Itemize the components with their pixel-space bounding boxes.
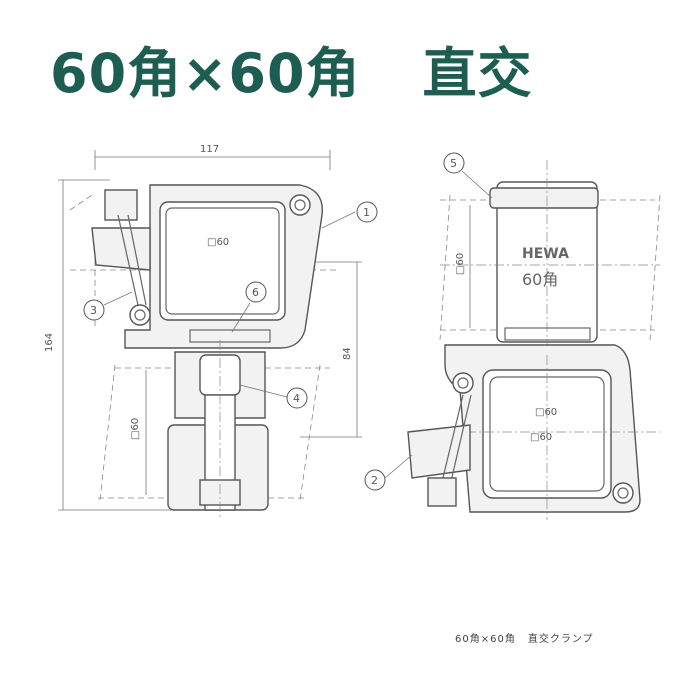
dim-117-label: 117 <box>200 144 219 155</box>
size-marking: 60角 <box>522 270 558 289</box>
bolt-head-left <box>129 304 151 326</box>
notch-row <box>189 329 271 343</box>
leader-line-1 <box>321 211 356 229</box>
nut-top <box>104 189 138 221</box>
pipe-dash <box>649 194 661 341</box>
pipe-dash <box>99 364 116 501</box>
square-label-lower-right: □60 <box>535 407 557 418</box>
caption-type: 直交クランプ <box>527 634 594 645</box>
bolt-head-left-inner <box>134 309 146 321</box>
dim-84-label: 84 <box>342 347 353 360</box>
callout-markers: 1 2 3 4 5 6 <box>83 152 493 491</box>
callout-2 <box>364 469 386 491</box>
title-type: 直交 <box>422 42 533 105</box>
bolt-head-right-bottom-inner <box>617 487 629 499</box>
swing-bracket <box>91 227 151 271</box>
bolt-head-right-bottom <box>612 482 634 504</box>
swing-bolt-right <box>439 394 464 491</box>
swing-bolt-line <box>127 214 147 306</box>
page-title: 60角×60角直交 <box>50 34 533 114</box>
swing-bracket-right <box>407 424 471 479</box>
square-label-lower-right-dim: □60 <box>530 432 552 443</box>
swing-bolt-line <box>117 214 139 306</box>
pipe-dash <box>439 194 451 341</box>
callout-1-label: 1 <box>363 206 370 219</box>
callout-3 <box>83 299 105 321</box>
square-label-upper: □60 <box>207 237 229 248</box>
pipe-dash <box>299 364 321 501</box>
callout-4-label: 4 <box>293 392 300 405</box>
leader-line-5 <box>461 170 493 199</box>
left-view: 117 164 84 □60 <box>44 144 362 520</box>
callout-5 <box>443 152 465 174</box>
dim-164-label: 164 <box>44 333 55 352</box>
caption-size: 60角×60角 <box>455 634 516 645</box>
square-pipe-inner-upper <box>165 207 280 315</box>
nut-right <box>427 477 457 507</box>
square-pipe-upper <box>159 201 286 321</box>
right-view: □60 HEWA 60角 □60 □60 <box>407 160 661 520</box>
bolt-head-right-top <box>452 372 474 394</box>
callout-6 <box>245 281 267 303</box>
square-label-right-upper-dim: □60 <box>455 253 466 275</box>
leader-line-4 <box>239 384 288 398</box>
notch-row-right <box>504 327 591 341</box>
pipe-dash <box>69 194 93 211</box>
callout-1 <box>356 201 378 223</box>
leader-line-2 <box>384 454 413 479</box>
title-size: 60角×60角 <box>50 42 361 105</box>
swing-bolt-right <box>448 394 472 491</box>
callout-4 <box>286 387 308 409</box>
brand-logo: HEWA <box>522 246 569 262</box>
top-cap <box>489 187 599 209</box>
square-label-left-lower: □60 <box>130 418 141 440</box>
bolt-head-right-top-inner <box>457 377 469 389</box>
callout-5-label: 5 <box>450 157 457 170</box>
leader-line-6 <box>231 302 251 333</box>
callout-2-label: 2 <box>371 474 378 487</box>
drawing-caption: 60角×60角直交クランプ <box>455 630 594 645</box>
callout-3-label: 3 <box>90 304 97 317</box>
bolt-head-top-inner <box>294 199 306 211</box>
leader-line-3 <box>103 291 133 306</box>
callout-6-label: 6 <box>252 286 259 299</box>
bolt-head-top <box>289 194 311 216</box>
